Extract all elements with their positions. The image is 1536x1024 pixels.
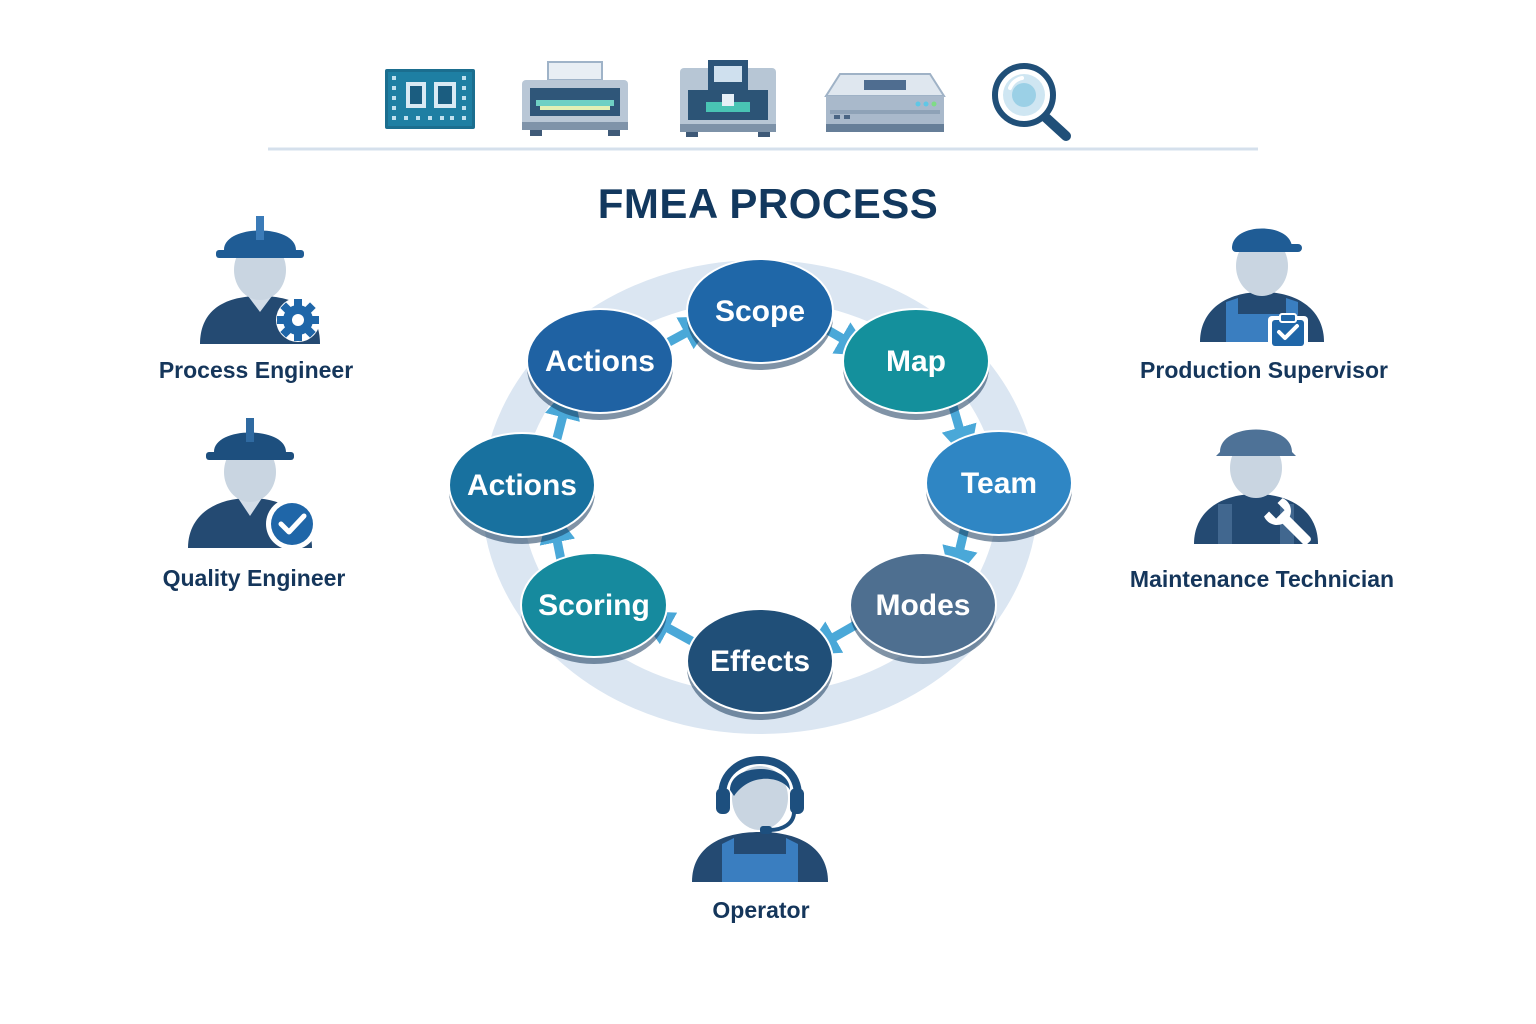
cycle-step-bubble	[520, 552, 668, 658]
cycle-step-scope-1: Scope	[686, 258, 834, 370]
inspection-magnifier-icon	[992, 63, 1071, 141]
role-label-maintenance-technician: Maintenance Technician	[1129, 566, 1395, 592]
cycle-step-label: Scoring	[538, 589, 650, 622]
cycle-step-label: Effects	[710, 645, 810, 678]
supervisor-clipboard-icon	[1200, 228, 1324, 346]
cycle-step-team-3: Team	[925, 430, 1073, 542]
cycle-step-label: Scope	[715, 295, 805, 328]
cycle-step-bubble	[526, 308, 674, 414]
cycle-step-actions-8: Actions	[526, 308, 674, 420]
header-divider	[268, 147, 1258, 151]
cycle-step-label: Actions	[545, 345, 655, 378]
reflow-oven-icon	[824, 73, 946, 132]
cycle-step-bubble	[686, 258, 834, 364]
cycle-step-label: Team	[961, 467, 1037, 500]
pick-and-place-machine-icon	[680, 60, 776, 137]
cycle-step-effects-5: Effects	[686, 608, 834, 720]
cycle-step-label: Map	[886, 345, 946, 378]
cycle-step-bubble	[448, 432, 596, 538]
operator-headset-icon	[692, 756, 828, 882]
engineer-gear-icon	[200, 216, 320, 344]
cycle-step-bubble	[849, 552, 997, 658]
role-label-operator: Operator	[712, 897, 810, 923]
engineer-check-icon	[188, 418, 318, 550]
cycle-step-actions-7: Actions	[448, 432, 596, 544]
cycle-step-scoring-6: Scoring	[520, 552, 668, 664]
cycle-step-label: Actions	[467, 469, 577, 502]
circuit-board-icon	[385, 69, 475, 129]
cycle-step-map-2: Map	[842, 308, 990, 420]
cycle-step-bubble	[925, 430, 1073, 536]
technician-wrench-icon	[1194, 429, 1318, 545]
cycle-step-label: Modes	[875, 589, 970, 622]
page-title: FMEA PROCESS	[597, 180, 939, 227]
role-label-process-engineer: Process Engineer	[158, 357, 354, 383]
role-label-production-supervisor: Production Supervisor	[1140, 357, 1388, 383]
role-label-quality-engineer: Quality Engineer	[162, 565, 346, 591]
printer-machine-icon	[522, 61, 628, 136]
cycle-step-modes-4: Modes	[849, 552, 997, 664]
cycle-step-bubble	[842, 308, 990, 414]
cycle-step-bubble	[686, 608, 834, 714]
